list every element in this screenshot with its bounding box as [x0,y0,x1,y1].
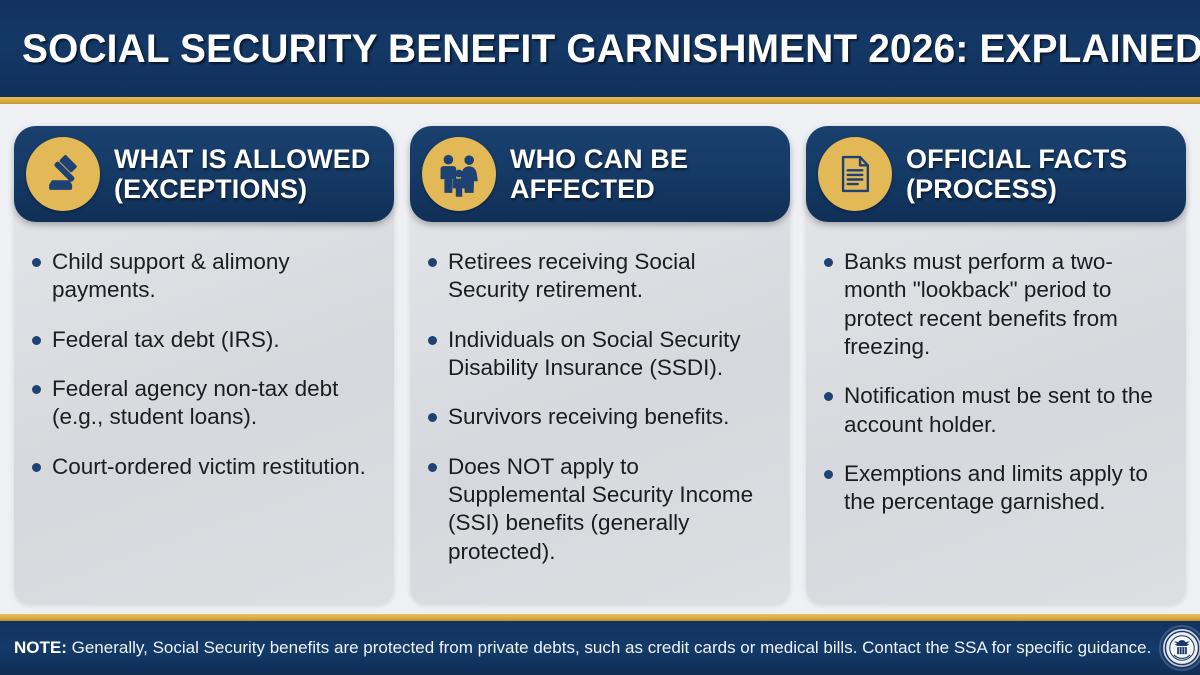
card-panel [410,174,790,604]
bullet-dot-icon [824,392,833,402]
list-item: Individuals on Social Security Disabilit… [428,326,774,383]
government-seal-icon [1161,627,1200,669]
list-item: Federal tax debt (IRS). [32,326,378,354]
card-what-is-allowed: WHAT IS ALLOWED (EXCEPTIONS) Child suppo… [14,126,394,604]
bullet-text: Banks must perform a two-month "lookback… [844,249,1118,360]
list-item: Court-ordered victim restitution. [32,453,378,481]
bullet-dot-icon [824,258,833,267]
bullet-dot-icon [428,335,437,345]
footer-note-bar: NOTE: Generally, Social Security benefit… [0,621,1200,675]
bullet-text: Notification must be sent to the account… [844,383,1153,437]
gold-divider-bottom [0,614,1200,621]
card-header-title: WHAT IS ALLOWED (EXCEPTIONS) [114,143,371,204]
page-title: SOCIAL SECURITY BENEFIT GARNISHMENT 2026… [22,26,1200,71]
bullet-text: Court-ordered victim restitution. [52,453,366,479]
family-icon [422,137,496,211]
bullet-dot-icon [32,258,41,267]
page-header: SOCIAL SECURITY BENEFIT GARNISHMENT 2026… [0,0,1200,97]
list-item: Does NOT apply to Supplemental Security … [428,453,774,566]
bullet-text: Does NOT apply to Supplemental Security … [448,453,754,564]
bullet-text: Retirees receiving Social Security retir… [448,249,696,303]
bullet-dot-icon [428,258,437,267]
card-panel [14,174,394,604]
list-item: Banks must perform a two-month "lookback… [824,248,1170,361]
bullet-text: Child support & alimony payments. [52,249,290,303]
bullet-dot-icon [824,470,833,480]
list-item: Child support & alimony payments. [32,248,378,305]
card-who-can-be-affected: WHO CAN BE AFFECTED Retirees receiving S… [410,126,790,604]
bullet-text: Federal agency non-tax debt (e.g., stude… [52,376,339,430]
list-item: Exemptions and limits apply to the perce… [824,460,1170,517]
bullet-text: Individuals on Social Security Disabilit… [448,326,741,381]
bullet-dot-icon [32,335,41,345]
list-item: Notification must be sent to the account… [824,382,1170,439]
bullet-dot-icon [32,385,41,395]
document-icon [818,137,892,211]
bullet-dot-icon [32,462,41,472]
footer-note-label: NOTE: [14,637,67,657]
bullet-text: Federal tax debt (IRS). [52,326,280,352]
bullet-list: Banks must perform a two-month "lookback… [806,248,1186,538]
bullet-list: Retirees receiving Social Security retir… [410,248,790,587]
card-official-facts: OFFICIAL FACTS (PROCESS) Banks must perf… [806,126,1186,604]
bullet-list: Child support & alimony payments. Federa… [14,248,394,502]
footer-note-text: Generally, Social Security benefits are … [71,637,1152,657]
footer-note: NOTE: Generally, Social Security benefit… [14,638,1151,658]
card-header: OFFICIAL FACTS (PROCESS) [806,126,1186,222]
list-item: Federal agency non-tax debt (e.g., stude… [32,375,378,432]
card-header: WHO CAN BE AFFECTED [410,126,790,222]
bullet-dot-icon [428,462,437,472]
card-panel [806,174,1186,604]
cards-container: WHAT IS ALLOWED (EXCEPTIONS) Child suppo… [0,104,1200,614]
gavel-icon [26,137,100,211]
card-header: WHAT IS ALLOWED (EXCEPTIONS) [14,126,394,222]
card-header-title: OFFICIAL FACTS (PROCESS) [906,143,1128,204]
card-header-title: WHO CAN BE AFFECTED [510,143,688,204]
list-item: Survivors receiving benefits. [428,403,774,431]
list-item: Retirees receiving Social Security retir… [428,248,774,305]
bullet-text: Survivors receiving benefits. [448,404,730,430]
gold-divider-top [0,97,1200,104]
bullet-dot-icon [428,413,437,423]
bullet-text: Exemptions and limits apply to the perce… [844,461,1148,515]
